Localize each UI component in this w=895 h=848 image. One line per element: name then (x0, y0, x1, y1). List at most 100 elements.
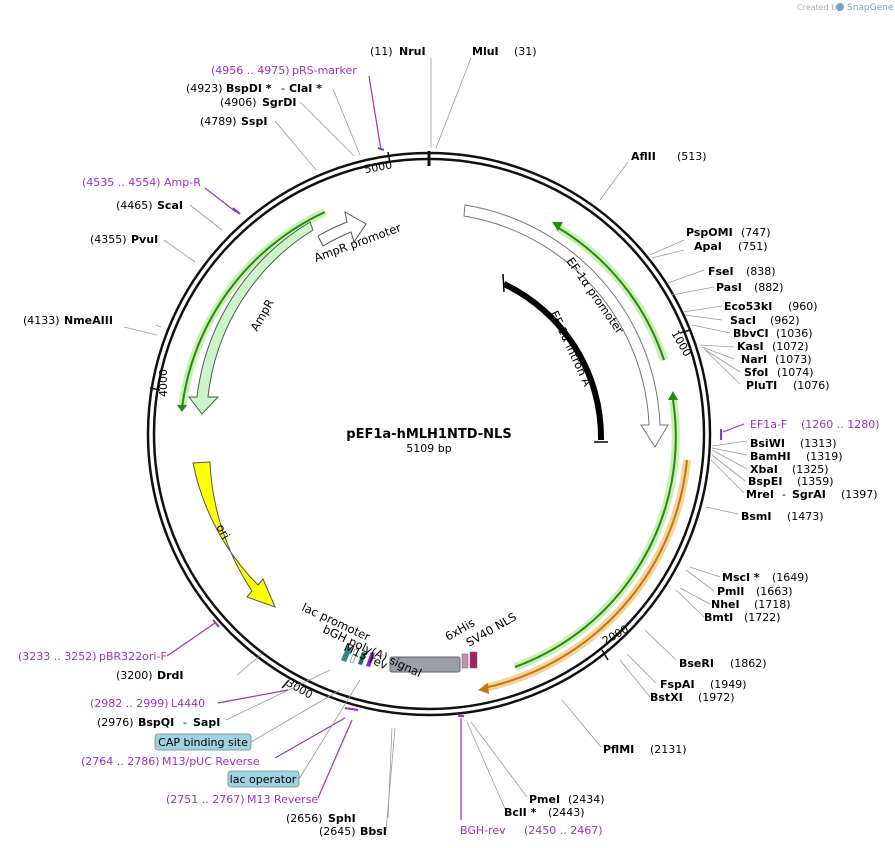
primer-m13rev-name: M13 Reverse (247, 793, 318, 806)
orf-green-head-2 (668, 391, 678, 400)
primer-l4440-name: L4440 (171, 697, 205, 710)
primer-ef1af-name: EF1a-F (750, 418, 787, 431)
orf-orange-head (478, 683, 489, 694)
site-pos-sgrdi: (4906) (220, 96, 257, 109)
site-pmli: PmlI (717, 585, 744, 598)
site-mrei: MreI (746, 488, 774, 501)
site-sspi: SspI (241, 115, 267, 128)
lac-promoter-marker (349, 648, 359, 664)
plasmid-length: 5109 bp (406, 442, 451, 455)
tick-label-3000: 3000 (284, 676, 315, 701)
orf-orange-line (483, 459, 688, 689)
site-bamhi: BamHI (750, 450, 791, 463)
site-pos-fspai: (1949) (710, 678, 747, 691)
primer-ef1af-range: (1260 .. 1280) (801, 418, 880, 431)
site-pos-drdi: (3200) (116, 669, 153, 682)
site-pos-kasi: (1072) (772, 340, 809, 353)
site-pmei: PmeI (529, 793, 560, 806)
site-eco53ki: Eco53kI (724, 300, 772, 313)
site-pos-pluti: (1076) (793, 379, 830, 392)
site-msci: MscI * (722, 571, 760, 584)
ef1a-intron-arc (502, 281, 605, 441)
site-pos-bsiwi: (1313) (800, 437, 837, 450)
snapgene-logo-icon (836, 3, 844, 11)
watermark-created-by: Created by (797, 3, 841, 12)
plasmid-name: pEF1a-hMLH1NTD-NLS (346, 427, 511, 442)
lacop-leader (298, 679, 361, 780)
site-pos-eco53ki: (960) (788, 300, 818, 313)
site-bspdi: BspDI * (226, 82, 272, 95)
site-pos-fsei: (838) (746, 265, 776, 278)
primer-m13puc-name: M13/pUC Reverse (162, 755, 260, 768)
site-bspdi-sep: - (281, 82, 285, 95)
ori-arrow (192, 461, 276, 608)
site-pos-apai: (751) (738, 240, 768, 253)
primer-pbr-range: (3233 .. 3252) (18, 650, 97, 663)
site-xbai: XbaI (750, 463, 778, 476)
site-pos-mlui: (31) (514, 45, 537, 58)
site-bcli: BclI * (504, 806, 537, 819)
primer-bghrev-range: (2450 .. 2467) (524, 824, 603, 837)
primer-pbr-name: pBR322ori-F (99, 650, 167, 663)
site-pos-bbvci: (1036) (776, 327, 813, 340)
site-pos-bseri: (1862) (730, 657, 767, 670)
ampr-orf-head (177, 405, 187, 412)
site-sgrai: SgrAI (792, 488, 826, 501)
site-bbsi: BbsI (360, 825, 387, 838)
site-pos-saci: (962) (770, 314, 800, 327)
site-pos-bcli: (2443) (548, 806, 585, 819)
site-aflii: AflII (631, 150, 656, 163)
tick-label-5000: 5000 (363, 158, 393, 176)
site-pos-pspomi: (747) (741, 226, 771, 239)
site-pasi: PasI (716, 281, 742, 294)
primer-m13rev-range: (2751 .. 2767) (166, 793, 245, 806)
primer-bghrev-name: BGH-rev (460, 824, 506, 837)
ampr-promoter-arrow (317, 211, 367, 247)
site-bmti: BmtI (704, 611, 733, 624)
site-nmeaiii: NmeAIII (64, 314, 113, 327)
site-bstxi: BstXI (650, 691, 683, 704)
site-pos-scai: (4465) (116, 199, 153, 212)
primer-m13puc-range: (2764 .. 2786) (81, 755, 160, 768)
leader-lines (123, 57, 748, 832)
site-sfoi: SfoI (744, 366, 768, 379)
site-bbvci: BbvCI (733, 327, 769, 340)
ampr-arrow (187, 221, 314, 415)
site-pos-pvui: (4355) (90, 233, 127, 246)
site-pos-nari: (1073) (775, 353, 812, 366)
site-pos-xbai: (1325) (792, 463, 829, 476)
primer-prs-name: pRS-marker (292, 64, 357, 77)
site-pos-msci: (1649) (772, 571, 809, 584)
primer-markers (166, 75, 745, 820)
site-nhei: NheI (711, 598, 740, 611)
primer-ampr-name: Amp-R (164, 176, 201, 189)
site-sgrdi: SgrDI (262, 96, 296, 109)
site-pos-bsmi: (1473) (787, 510, 824, 523)
site-bspei: BspEI (748, 475, 782, 488)
site-scai: ScaI (157, 199, 183, 212)
orf-green-head-1 (552, 222, 563, 231)
site-pos-bspdi: (4923) (186, 82, 223, 95)
tick-label-4000: 4000 (157, 369, 170, 397)
ef1a-promoter-arrow (463, 204, 669, 448)
site-pos-nrui: (11) (370, 45, 393, 58)
site-pos-bamhi: (1319) (806, 450, 843, 463)
sv40-nls-marker (469, 651, 478, 669)
site-apai: ApaI (694, 240, 722, 253)
cap-site-marker (341, 646, 352, 662)
cap-binding-label: CAP binding site (158, 736, 248, 749)
his-tag-marker (461, 653, 469, 669)
site-pos-nmeaiii: (4133) (23, 314, 60, 327)
site-pos-nhei: (1718) (754, 598, 791, 611)
site-pluti: PluTI (746, 379, 777, 392)
site-pos-pflmi: (2131) (650, 743, 687, 756)
site-mlui: MluI (472, 45, 499, 58)
scale-ticks (149, 151, 691, 689)
site-pflmi: PflMI (603, 743, 634, 756)
ef1a-intron-label: EF-1α intron A (547, 308, 594, 388)
site-sphi: SphI (328, 812, 356, 825)
site-kasi: KasI (737, 340, 764, 353)
sv40-polyA-block (389, 656, 461, 673)
primer-prs-range: (4956 .. 4975) (211, 64, 290, 77)
